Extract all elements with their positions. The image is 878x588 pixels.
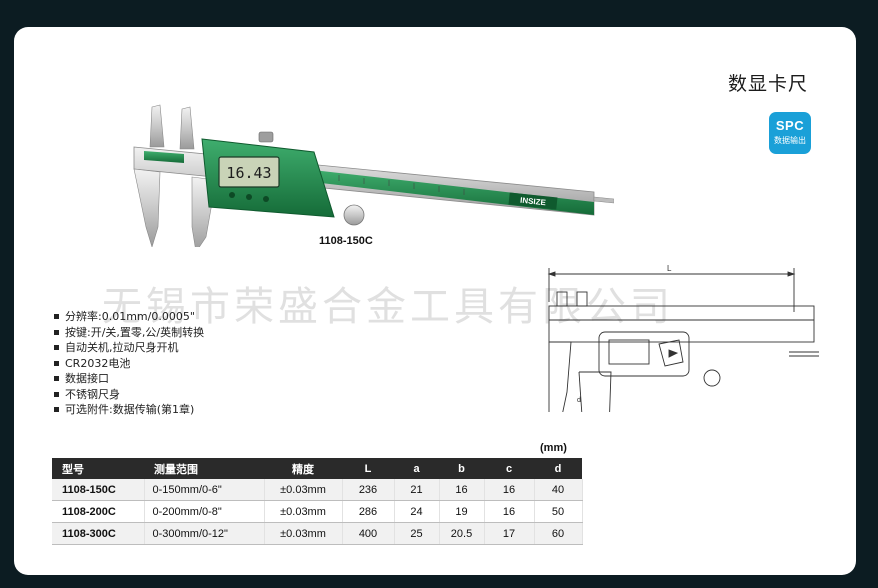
table-header-row: 型号 测量范围 精度 L a b c d	[52, 458, 582, 479]
column-header: d	[534, 458, 582, 479]
page-title: 数显卡尺	[728, 73, 809, 95]
lcd-display	[218, 156, 280, 188]
table-cell: 60	[534, 522, 583, 545]
table-cell: 16	[484, 500, 535, 523]
table-cell: 1108-200C	[52, 500, 145, 523]
table-row: 1108-200C 0-200mm/0-8" ±0.03mm 286 24 19…	[52, 500, 583, 523]
bullet-icon	[54, 329, 59, 335]
table-row: 1108-150C 0-150mm/0-6" ±0.03mm 236 21 16…	[52, 479, 583, 501]
brand-logo: INSIZE	[508, 192, 558, 210]
spec-table: 型号 测量范围 精度 L a b c d 1108-150C 0-150mm/0…	[52, 458, 583, 545]
column-header: 精度	[264, 458, 342, 479]
column-header: 测量范围	[144, 458, 264, 479]
table-cell: 1108-150C	[52, 479, 145, 501]
dimension-label-L: L	[667, 264, 672, 273]
spc-badge-label: SPC	[775, 118, 805, 133]
column-header: 型号	[52, 458, 144, 479]
bullet-icon	[54, 407, 59, 412]
unit-label: (mm)	[540, 442, 567, 454]
table-cell: 0-150mm/0-6"	[144, 479, 265, 501]
bullet-icon	[54, 314, 59, 319]
table-cell: 236	[342, 479, 395, 501]
table-cell: 400	[342, 522, 395, 545]
table-cell: 40	[534, 479, 583, 501]
table-cell: ±0.03mm	[264, 479, 343, 501]
column-header: b	[439, 458, 484, 479]
table-cell: 17	[484, 522, 535, 545]
table-cell: 25	[394, 522, 440, 545]
feature-item: 数据接口	[54, 371, 204, 387]
table-cell: 16	[439, 479, 485, 501]
dimension-drawing: L d	[547, 264, 819, 412]
feature-item: 按键:开/关,置零,公/英制转换	[54, 325, 204, 341]
dimension-label-d: d	[577, 397, 581, 404]
bullet-icon	[54, 391, 59, 397]
column-header: c	[484, 458, 534, 479]
feature-item: 不锈钢尺身	[54, 387, 204, 403]
bullet-icon	[54, 345, 59, 350]
spc-badge-sublabel: 数据输出	[774, 136, 806, 145]
table-cell: 50	[534, 500, 583, 523]
bullet-icon	[54, 360, 59, 366]
column-header: L	[342, 458, 394, 479]
table-cell: ±0.03mm	[264, 500, 343, 523]
feature-item: 可选附件:数据传输(第1章)	[54, 402, 204, 418]
feature-item: CR2032电池	[54, 356, 204, 372]
lcd-reading: 16.43	[226, 164, 271, 182]
table-cell: 0-300mm/0-12"	[144, 522, 265, 545]
table-row: 1108-300C 0-300mm/0-12" ±0.03mm 400 25 2…	[52, 522, 583, 545]
table-cell: ±0.03mm	[264, 522, 343, 545]
bullet-icon	[54, 376, 59, 381]
table-cell: 16	[484, 479, 535, 501]
table-cell: 24	[394, 500, 440, 523]
table-cell: 21	[394, 479, 440, 501]
table-cell: 0-200mm/0-8"	[144, 500, 265, 523]
table-cell: 19	[439, 500, 485, 523]
table-cell: 286	[342, 500, 395, 523]
feature-list: 分辨率:0.01mm/0.0005" 按键:开/关,置零,公/英制转换 自动关机…	[54, 309, 204, 418]
table-cell: 20.5	[439, 522, 485, 545]
catalog-card: 数显卡尺 SPC 数据输出	[14, 27, 856, 575]
spc-badge: SPC 数据输出	[769, 112, 811, 154]
watermark: 无锡市荣盛合金工具有限公司	[102, 284, 674, 330]
feature-item: 分辨率:0.01mm/0.0005"	[54, 309, 204, 325]
svg-text:INSIZE: INSIZE	[520, 196, 547, 208]
column-header: a	[394, 458, 439, 479]
product-model-caption: 1108-150C	[319, 235, 373, 247]
caliper-photo: INSIZE 16.43	[133, 104, 614, 247]
table-cell: 1108-300C	[52, 522, 145, 545]
feature-item: 自动关机,拉动尺身开机	[54, 340, 204, 356]
